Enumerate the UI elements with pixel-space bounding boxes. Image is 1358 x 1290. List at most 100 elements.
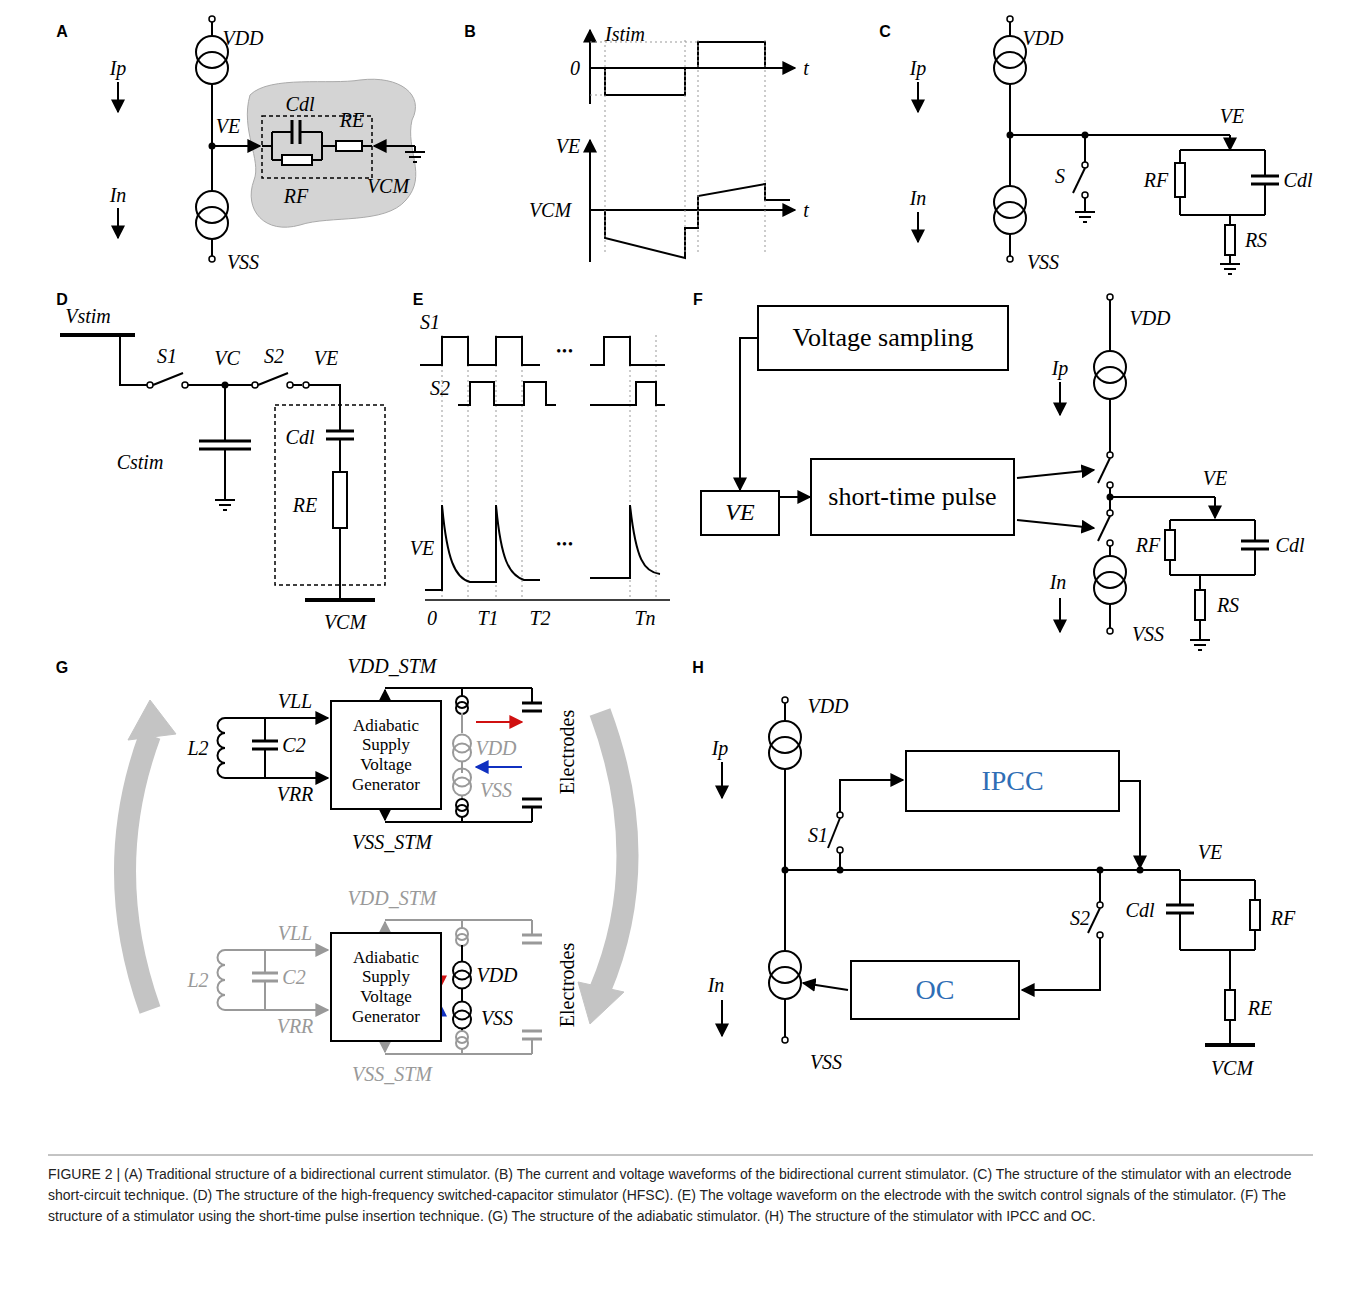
terminal xyxy=(1082,192,1088,198)
caption-rule xyxy=(48,1155,1313,1156)
wire xyxy=(1169,560,1171,575)
capacitor-plate xyxy=(522,702,542,705)
wire xyxy=(839,853,841,870)
signal-name: VDD_STM xyxy=(348,888,437,908)
wire xyxy=(1009,234,1011,256)
wire xyxy=(531,807,533,822)
panel-letter: A xyxy=(56,24,68,40)
resistor-symbol xyxy=(1195,590,1205,620)
wire xyxy=(1229,1020,1231,1045)
current-source xyxy=(453,778,471,796)
node-text: short-time pulse xyxy=(828,482,996,512)
inductor-coil xyxy=(218,718,225,778)
ground-symbol xyxy=(1083,221,1087,223)
signal-name: VLL xyxy=(278,923,312,943)
signal-name: 0 xyxy=(427,608,437,628)
signal-name: VDD xyxy=(807,696,848,716)
current-source xyxy=(456,702,468,714)
resistor-symbol xyxy=(336,141,362,151)
signal-name: t xyxy=(803,200,809,220)
wire xyxy=(461,945,463,962)
current-source xyxy=(453,971,471,989)
wire xyxy=(312,159,322,161)
current-source xyxy=(1094,572,1126,604)
current-arrow xyxy=(117,82,119,112)
current-source xyxy=(196,207,228,239)
ground-symbol xyxy=(1194,644,1206,646)
wire xyxy=(225,717,328,719)
signal-name: RS xyxy=(1217,595,1239,615)
signal-name: RE xyxy=(1248,998,1272,1018)
capacitor-plate xyxy=(522,710,542,713)
ground-symbol xyxy=(1228,273,1232,275)
current-source xyxy=(453,744,471,762)
wire xyxy=(531,688,533,703)
signal-name: VSS xyxy=(481,1008,513,1028)
current-arrow xyxy=(721,762,723,798)
wire xyxy=(120,335,147,385)
current-source xyxy=(769,967,801,999)
wire xyxy=(1179,913,1181,950)
terminal xyxy=(1107,628,1113,634)
ellipsis: ••• xyxy=(556,538,574,552)
wire xyxy=(225,777,328,779)
capacitor-plate xyxy=(1166,904,1194,907)
node-text: Voltage sampling xyxy=(793,323,974,353)
current-arrow xyxy=(476,721,522,723)
current-source xyxy=(456,1037,468,1049)
guide-line xyxy=(468,335,469,600)
wire xyxy=(211,22,213,36)
voltage-waveform xyxy=(425,505,660,590)
signal-name: Ip xyxy=(110,58,127,78)
signal-name: RE xyxy=(293,495,317,515)
capacitor-plate xyxy=(252,740,278,743)
current-source xyxy=(994,202,1026,234)
wire xyxy=(264,718,266,741)
ground-symbol xyxy=(1079,216,1091,218)
current-arrow xyxy=(1017,520,1094,528)
capacitor-plate xyxy=(326,430,354,433)
resistor-symbol xyxy=(1165,530,1175,560)
signal-name: RS xyxy=(1245,230,1267,250)
wire xyxy=(211,84,213,191)
switch-symbol xyxy=(1073,168,1085,193)
signal-name: VDD xyxy=(1129,308,1170,328)
terminal xyxy=(252,382,258,388)
node-text: OC xyxy=(916,974,955,1006)
signal-name: RF xyxy=(1136,535,1160,555)
supply-bar xyxy=(305,598,375,602)
wire xyxy=(1010,134,1230,136)
capacitor-plate xyxy=(1241,540,1269,543)
signal-name: VCM xyxy=(324,612,366,632)
wire xyxy=(293,384,302,386)
current-source xyxy=(1094,367,1126,399)
electrode-model-box xyxy=(275,405,385,585)
feedback-arrow xyxy=(578,982,624,1024)
wire xyxy=(211,239,213,256)
signal-name: S1 xyxy=(808,825,828,845)
resistor-symbol xyxy=(333,472,347,528)
wire xyxy=(300,131,322,133)
wire xyxy=(225,949,328,951)
current-arrow xyxy=(374,145,415,147)
wire xyxy=(1199,575,1201,590)
terminal xyxy=(147,382,153,388)
resistor-symbol xyxy=(1175,163,1185,197)
current-waveform xyxy=(590,42,765,95)
guide-line xyxy=(765,40,766,255)
capacitor-plate xyxy=(199,440,251,443)
signal-name: VE xyxy=(314,348,338,368)
wire xyxy=(1109,300,1111,351)
generator-block: Adiabatic Supply Voltage Generator xyxy=(330,700,442,810)
capacitor-plate xyxy=(522,1030,542,1033)
wire xyxy=(1229,255,1231,264)
signal-name: S2 xyxy=(264,346,284,366)
signal-name: Cdl xyxy=(286,427,315,447)
feedback-arrow xyxy=(600,712,628,990)
supply-bar xyxy=(1205,1043,1255,1047)
signal-name: VCM xyxy=(1211,1058,1253,1078)
signal-name: VE xyxy=(216,116,240,136)
